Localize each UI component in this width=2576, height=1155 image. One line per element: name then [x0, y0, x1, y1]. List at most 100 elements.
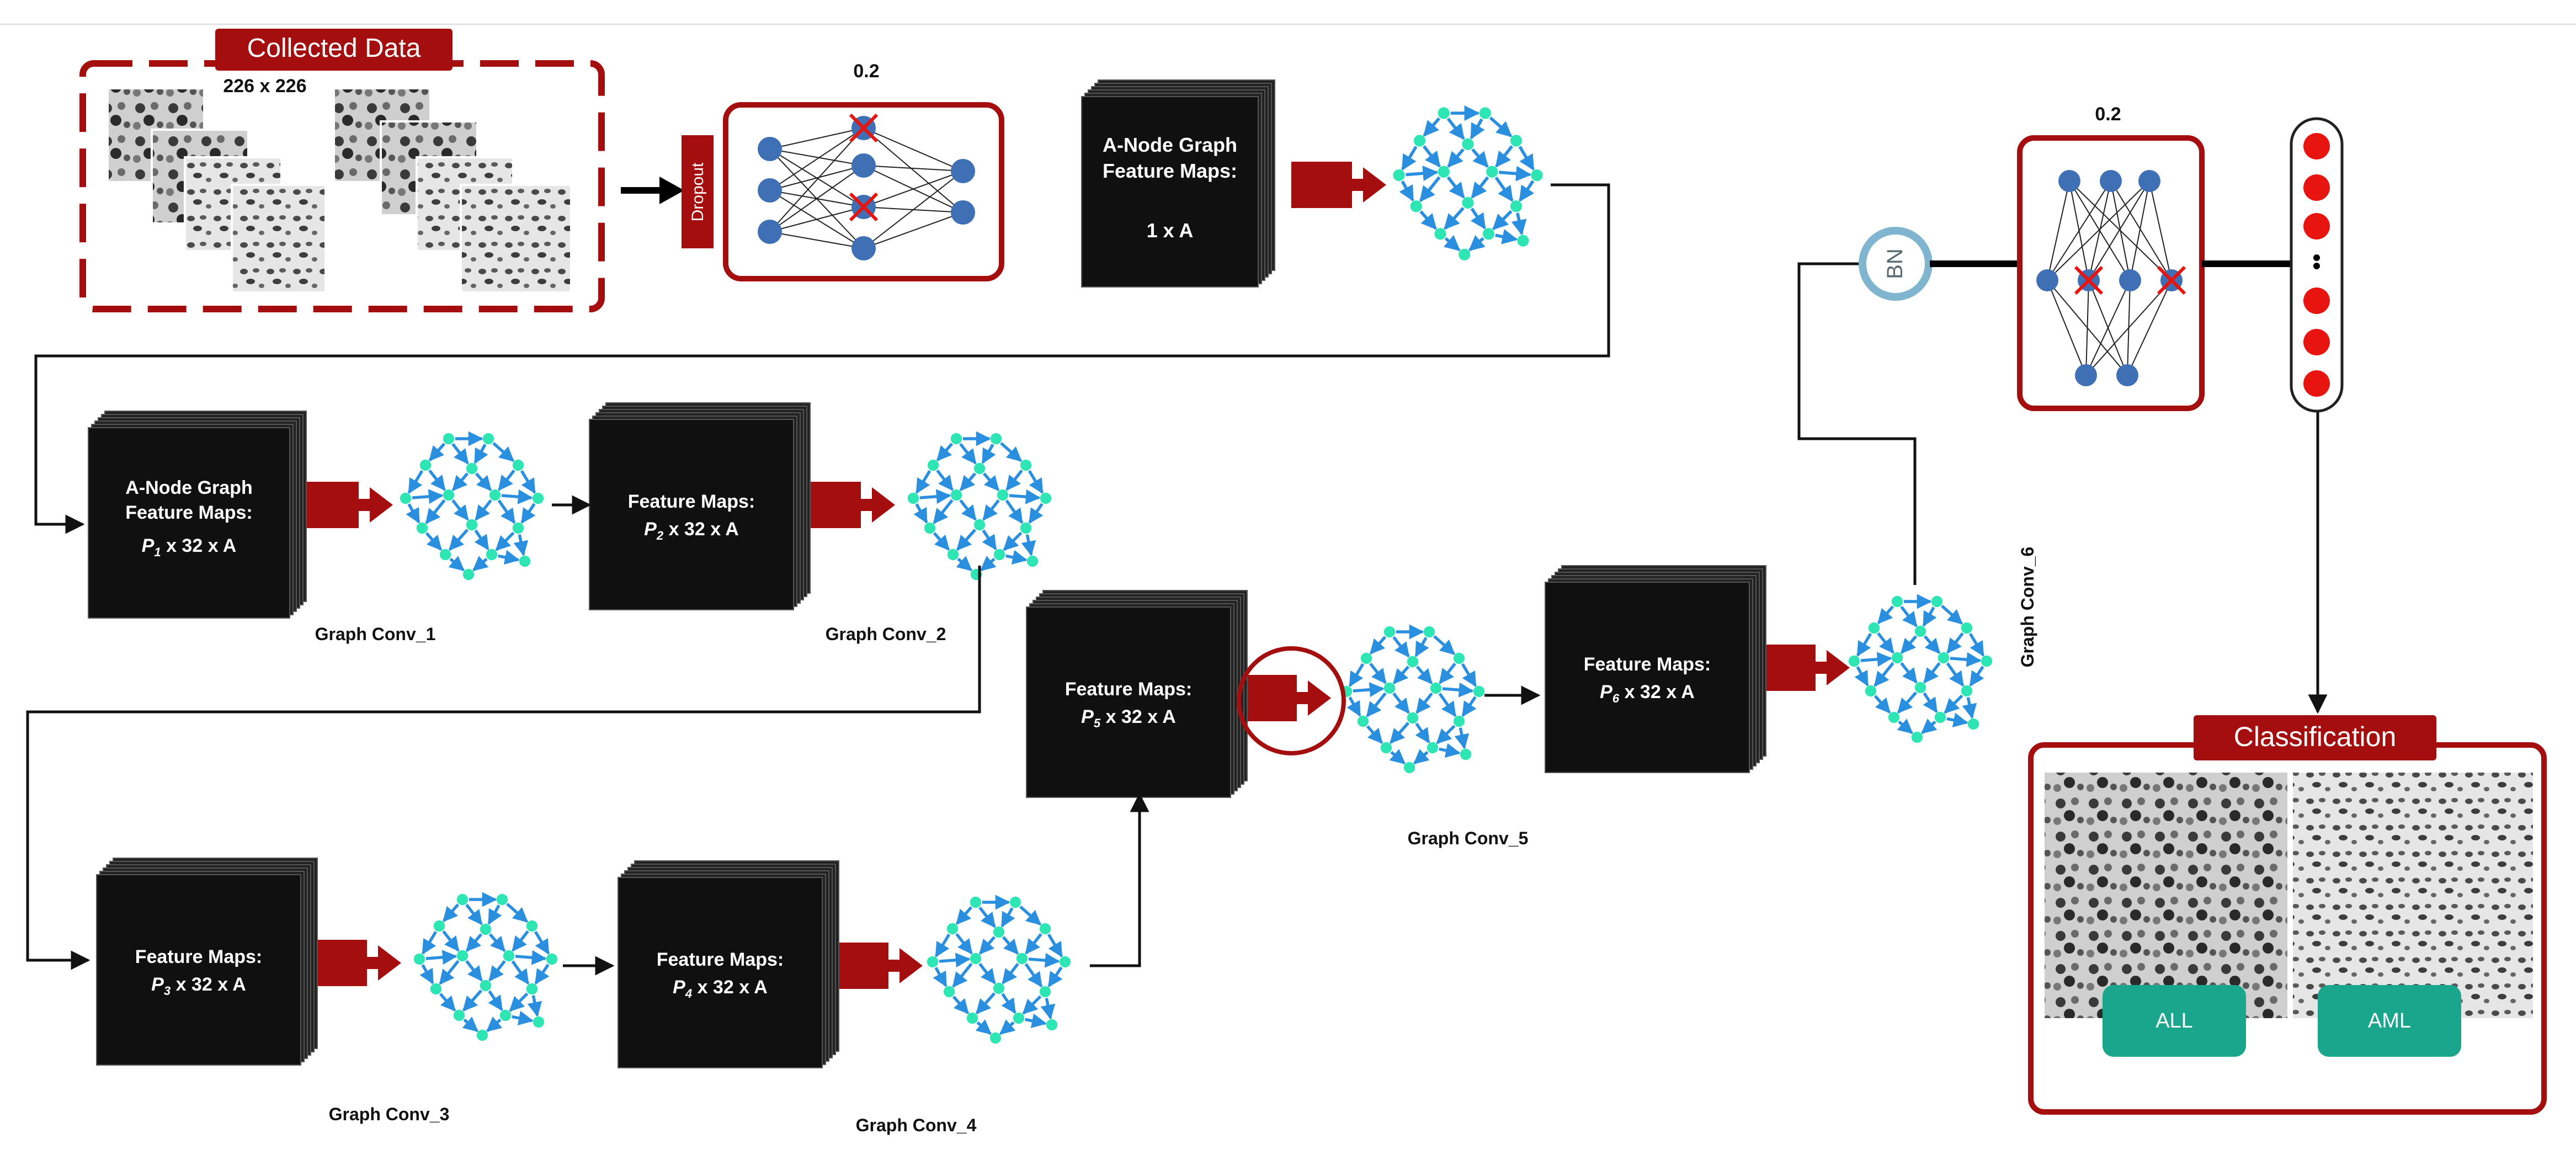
batch-norm: BN — [1859, 227, 1933, 301]
nn2-node — [2116, 364, 2138, 386]
image-size-label: 226 x 226 — [223, 76, 306, 97]
input-block-line3: 1 x A — [1147, 219, 1194, 242]
input-block-line1: A-Node Graph — [1103, 134, 1237, 156]
bn-circle — [1859, 227, 1933, 301]
dropout-rate-1: 0.2 — [853, 61, 879, 82]
feature-map-block-gc4: Feature Maps: P4 x 32 x A — [618, 860, 839, 1068]
graph-icon-gc1 — [400, 431, 544, 581]
block-line2-gc2: Feature Maps: — [628, 491, 755, 512]
nn1-node — [758, 137, 782, 161]
nn2-node — [2036, 269, 2058, 291]
fat-arrow-gc4 — [828, 943, 923, 989]
graph-icons — [400, 105, 1993, 1044]
fat-arrow-gc6 — [1755, 645, 1850, 691]
fat-arrow-gc2 — [800, 482, 895, 528]
dims-label-gc3: P3 x 32 x A — [151, 974, 246, 998]
output-node — [2303, 213, 2330, 239]
collected-data-title: Collected Data — [247, 34, 421, 63]
graph-icon-gc2 — [907, 431, 1052, 581]
dropout-tag — [682, 135, 714, 248]
fat-arrow-input — [1291, 162, 1386, 208]
nn1-node — [758, 220, 782, 244]
ellipsis-dot — [2313, 263, 2320, 269]
nn2-node — [2058, 170, 2080, 192]
output-node — [2303, 370, 2330, 397]
dropout-network-1 — [723, 102, 1004, 281]
bn-label: BN — [1883, 248, 1907, 279]
graph-icon-gc4 — [927, 895, 1071, 1044]
dims-label-gc4: P4 x 32 x A — [673, 977, 768, 1000]
dropout-network-1-frame — [723, 102, 1004, 281]
block-line2-gc4: Feature Maps: — [657, 949, 784, 970]
connector-input-to-gc1 — [34, 183, 1610, 534]
aml-sample-image — [2293, 773, 2533, 1018]
graph-icon-gc6 — [1848, 594, 1993, 743]
connector-gc4-to-gc5 — [1090, 792, 1149, 967]
nn2-node — [2075, 364, 2097, 386]
feature-map-block-gc6: Feature Maps: P6 x 32 x A — [1545, 565, 1766, 773]
sample-images-right — [333, 87, 572, 294]
skip-connection-circle — [1237, 646, 1346, 755]
input-block-line2: Feature Maps: — [1103, 159, 1237, 182]
feature-map-block-gc3: Feature Maps: P3 x 32 x A — [96, 858, 318, 1066]
classification-panel: Classification ALL AML — [2028, 715, 2547, 1115]
output-node — [2303, 288, 2330, 314]
output-node — [2303, 133, 2330, 159]
caption-gc5: Graph Conv_5 — [1408, 828, 1529, 848]
classification-title: Classification — [2234, 721, 2397, 752]
fat-arrow-gc3 — [306, 940, 401, 986]
dropout-rate-2: 0.2 — [2095, 104, 2121, 125]
class-button-all — [2103, 985, 2246, 1057]
input-stack — [1081, 79, 1275, 288]
input-arrow-head — [659, 177, 684, 204]
nn1-node — [951, 200, 975, 225]
all-sample-image — [2045, 773, 2287, 1018]
nn1-node — [851, 236, 876, 260]
block-line2-gc6: Feature Maps: — [1584, 654, 1711, 675]
caption-gc1: Graph Conv_1 — [315, 624, 436, 644]
classification-title-bg — [2194, 715, 2436, 760]
output-node — [2303, 329, 2330, 355]
fat-arrow-gc5 — [1236, 675, 1331, 721]
dropout-network-2-frame — [2017, 135, 2205, 411]
output-node — [2303, 174, 2330, 201]
dims-label-gc6: P6 x 32 x A — [1600, 682, 1695, 705]
connectors — [26, 183, 2328, 976]
caption-gc2: Graph Conv_2 — [826, 624, 946, 644]
graph-icon-gc3 — [413, 892, 558, 1041]
collected-data-title-bg — [215, 29, 453, 71]
connector-gc6-to-bn — [1797, 262, 1917, 585]
class-label-all: ALL — [2155, 1009, 2193, 1032]
nn2-node — [2100, 170, 2122, 192]
caption-gc4: Graph Conv_4 — [856, 1115, 977, 1135]
graph-icon-input — [1393, 105, 1543, 260]
nn2-node — [2138, 170, 2160, 192]
dropout-label: Dropout — [689, 162, 707, 221]
nn1-node — [758, 178, 782, 203]
block-line2-gc3: Feature Maps: — [135, 946, 263, 967]
dims-label-gc1: P1 x 32 x A — [142, 535, 237, 559]
nn1-node — [851, 153, 876, 178]
class-button-aml — [2318, 985, 2461, 1057]
collected-data-panel: Collected Data 226 x 226 — [79, 29, 605, 312]
sample-images-left — [107, 87, 327, 294]
output-layer — [2290, 117, 2344, 413]
dims-label-gc5: P5 x 32 x A — [1081, 706, 1176, 730]
nn2-node — [2119, 269, 2141, 291]
connector-gc2-to-gc3 — [26, 566, 981, 970]
feature-map-block-gc5: Feature Maps:P5 x 32 x A — [1026, 590, 1248, 798]
caption-gc6: Graph Conv_6 — [2018, 547, 2037, 668]
feature-map-block-gc2: Feature Maps: P2 x 32 x A — [589, 402, 811, 610]
class-label-aml: AML — [2368, 1009, 2411, 1032]
dims-label-gc2: P2 x 32 x A — [644, 519, 739, 542]
block-line2-gc1: Feature Maps: — [125, 502, 253, 523]
caption-gc3: Graph Conv_3 — [329, 1104, 450, 1124]
dropout-network-2 — [2017, 135, 2205, 411]
block-line1-gc1: A-Node Graph — [125, 477, 252, 498]
